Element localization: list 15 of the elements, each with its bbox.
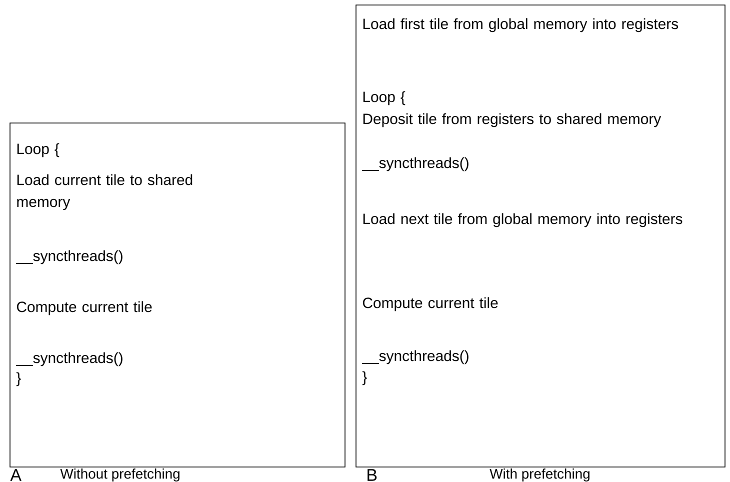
code-line: Loop { [17,143,60,158]
code-line: Load next tile from global memory into registers [363,213,682,228]
code-line: Compute current tile [362,297,498,312]
code-line: __syncthreads() [362,350,468,364]
code-line: } [16,372,21,386]
code-line: __syncthreads() [362,157,468,172]
code-line: } [362,371,367,386]
code-line: Compute current tile [16,301,152,316]
code-line: Load current tile to shared memory [17,174,192,210]
panel-letter: B [368,469,377,481]
code-line: Deposit tile from registers to shared memory [363,113,662,128]
code-line: Loop { [363,91,406,106]
code-line: __syncthreads() [16,352,122,366]
code-line: __syncthreads() [16,250,122,264]
code-line: Load first tile from global memory into registers [363,18,678,32]
